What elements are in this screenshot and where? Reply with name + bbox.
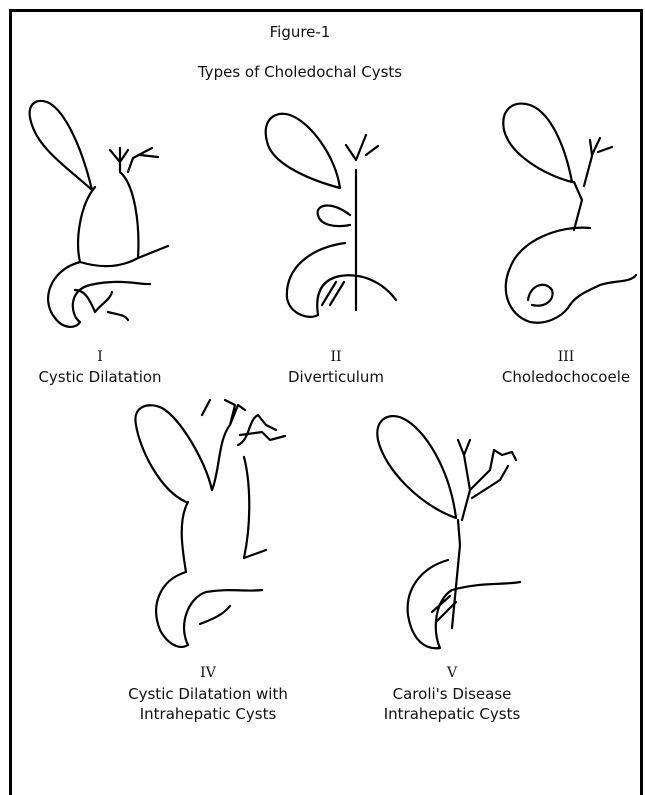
diagram-type-5 xyxy=(377,416,520,648)
type-2-numeral: II xyxy=(296,348,376,367)
gallbladder xyxy=(30,101,92,190)
diverticulum xyxy=(318,206,350,227)
gallbladder xyxy=(503,104,572,182)
type-3-caption: Choledochocoele xyxy=(486,368,645,387)
type-1-caption: Cystic Dilatation xyxy=(20,368,180,387)
type-3-numeral: III xyxy=(526,348,606,367)
bile-ducts xyxy=(346,135,378,310)
bile-ducts xyxy=(110,148,158,172)
gallbladder xyxy=(135,405,212,502)
duodenum xyxy=(48,262,150,327)
type-4-caption-line2: Intrahepatic Cysts xyxy=(108,705,308,724)
diagram-type-4 xyxy=(135,400,285,647)
figure-label: Figure-1 xyxy=(200,23,400,42)
duodenum xyxy=(408,560,520,648)
diagram-type-3 xyxy=(503,104,636,323)
ampulla xyxy=(322,282,344,305)
type-1-numeral: I xyxy=(60,348,140,367)
type-5-caption: Caroli's Disease xyxy=(352,685,552,704)
choledochocoele xyxy=(528,285,553,306)
type-5-caption-line2: Intrahepatic Cysts xyxy=(352,705,552,724)
common-bile-duct xyxy=(452,545,460,628)
pancreatic-duct xyxy=(75,290,112,312)
type-2-caption: Diverticulum xyxy=(256,368,416,387)
figure-title: Types of Choledochal Cysts xyxy=(150,63,450,82)
diagram-type-2 xyxy=(266,114,396,317)
duodenum xyxy=(156,572,262,647)
gallbladder xyxy=(266,114,340,188)
gallbladder xyxy=(377,416,456,518)
type-4-numeral: IV xyxy=(168,664,248,683)
choledochal-cyst xyxy=(182,457,266,572)
diagram-type-1 xyxy=(30,101,168,327)
intrahepatic-ducts xyxy=(458,440,516,545)
intrahepatic-ducts xyxy=(202,400,285,490)
duodenum xyxy=(506,228,636,323)
type-4-caption: Cystic Dilatation with xyxy=(108,685,308,704)
type-5-numeral: V xyxy=(412,664,492,683)
duodenum xyxy=(287,243,396,317)
bile-ducts xyxy=(574,138,612,230)
